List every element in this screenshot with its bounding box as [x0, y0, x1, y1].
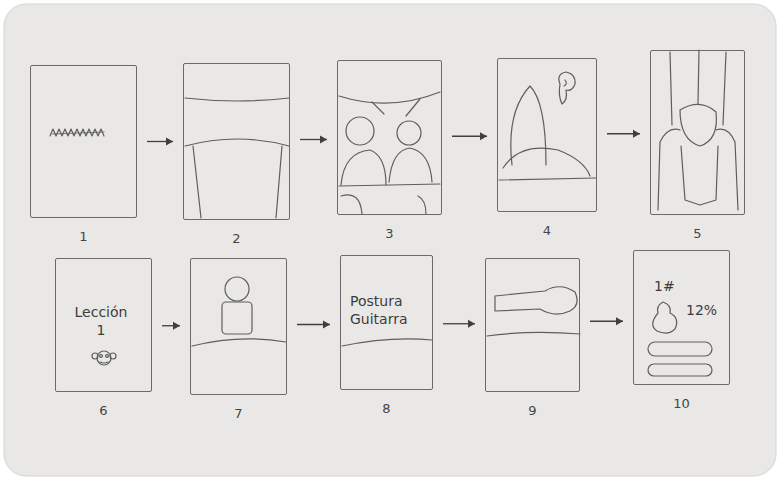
frame-number: 9	[486, 402, 579, 420]
arrow-head	[633, 130, 640, 138]
arrow-head	[173, 322, 180, 330]
arrow-head	[323, 321, 330, 329]
frame-number: 5	[651, 225, 744, 243]
frame-number: 10	[634, 395, 729, 413]
flow-arrow	[590, 317, 623, 325]
arrow-head	[166, 138, 173, 146]
frame-number: 4	[498, 222, 596, 240]
flow-arrow	[162, 322, 180, 330]
frame-caption: 1#	[654, 277, 684, 295]
storyboard-frame: 7	[190, 258, 287, 395]
frame-number: 6	[56, 402, 151, 420]
frame-caption: Lección 1	[70, 303, 132, 339]
storyboard-frame: 1	[30, 65, 137, 218]
storyboard-frame: 4	[497, 58, 597, 212]
frame-number: 3	[338, 225, 441, 243]
storyboard-frame: 1#12%10	[633, 250, 730, 385]
frame-number: 7	[191, 405, 286, 423]
arrow-head	[480, 132, 487, 140]
arrow-head	[616, 317, 623, 325]
frame-number: 1	[31, 228, 136, 246]
flow-arrow	[443, 320, 475, 328]
storyboard-frame: 5	[650, 50, 745, 215]
arrow-head	[320, 136, 327, 144]
flow-arrow	[147, 138, 173, 146]
storyboard-frame: 3	[337, 60, 442, 215]
arrow-head	[468, 320, 475, 328]
frame-number: 2	[184, 230, 289, 248]
storyboard-frame: Lección 16	[55, 258, 152, 392]
storyboard-frame: Postura Guitarra8	[340, 255, 433, 390]
frame-number: 8	[341, 400, 432, 418]
frame-caption: 12%	[686, 301, 726, 319]
storyboard-frame: 9	[485, 258, 580, 392]
flow-arrow	[452, 132, 487, 140]
flow-arrow	[297, 321, 330, 329]
flow-arrow	[607, 130, 640, 138]
flow-arrow	[300, 136, 327, 144]
frame-caption: Postura Guitarra	[350, 292, 426, 328]
storyboard-frame: 2	[183, 63, 290, 220]
